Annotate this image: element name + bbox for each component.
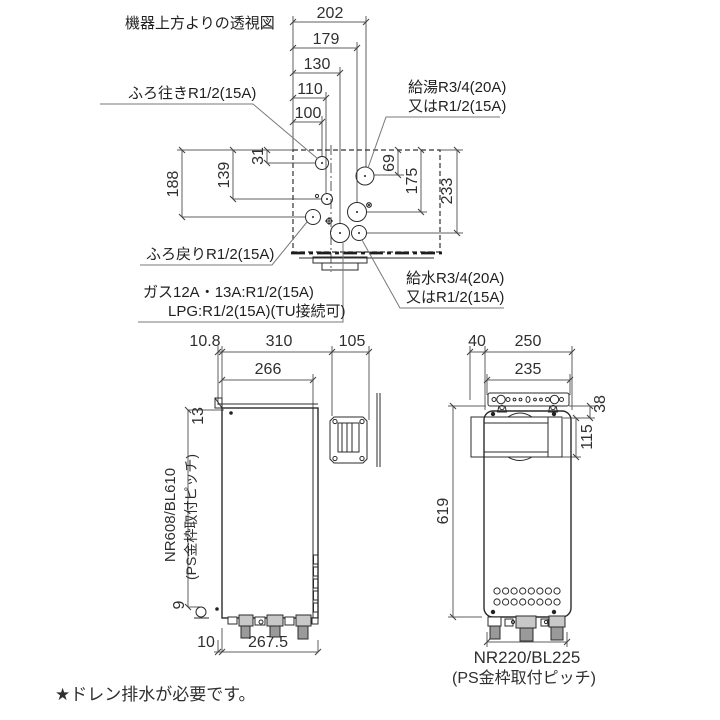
drain-note: ★ドレン排水が必要です。 <box>55 685 256 704</box>
dim-105: 105 <box>339 333 366 350</box>
dim-38: 38 <box>592 395 609 413</box>
dim-139: 139 <box>216 162 233 189</box>
dim-100: 100 <box>295 105 322 122</box>
label-gas-1: ガス12A・13A:R1/2(15A) <box>143 284 314 301</box>
unit-side-outline <box>221 407 319 619</box>
dim-619: 619 <box>435 498 452 525</box>
side-louvers <box>313 554 319 613</box>
dim-110: 110 <box>297 81 323 98</box>
exhaust-duct-front <box>470 412 563 461</box>
dim-310: 310 <box>266 333 293 350</box>
mounting-bracket <box>487 392 570 413</box>
front-pitch-model: NR220/BL225 <box>474 648 581 667</box>
dim-13: 13 <box>190 407 207 425</box>
dim-115: 115 <box>579 424 596 450</box>
dim-9: 9 <box>171 600 188 609</box>
label-kyusui-2: 又はR1/2(15A) <box>406 289 504 306</box>
dim-202: 202 <box>317 5 344 22</box>
label-kyusui-1: 給水R3/4(20A) <box>406 270 504 287</box>
front-view: 40 250 235 619 38 115 <box>435 333 609 687</box>
pipe-connections <box>305 156 375 243</box>
dim-69: 69 <box>381 154 398 172</box>
dim-179: 179 <box>313 31 340 48</box>
front-louver-holes <box>493 587 561 606</box>
unit-top-outline <box>292 149 441 253</box>
center-mark <box>325 217 333 225</box>
dim-130: 130 <box>304 56 331 73</box>
side-pitch-model: NR608/BL610 <box>162 468 179 562</box>
dim-250: 250 <box>515 333 542 350</box>
side-pitch-note: (PS金枠取付ピッチ) <box>183 454 199 580</box>
side-piping <box>194 606 319 640</box>
label-gas-2: LPG:R1/2(15A)(TU接続可) <box>168 303 346 320</box>
dim-31: 31 <box>250 147 267 165</box>
top-view: 機器上方よりの透視図 202 179 130 110 100 188 139 3… <box>100 5 506 323</box>
dim-188: 188 <box>165 171 182 198</box>
dimension-ticks <box>178 18 461 237</box>
label-kyuto-1: 給湯R3/4(20A) <box>408 79 506 96</box>
dim-267-5: 267.5 <box>248 634 288 651</box>
dim-235: 235 <box>515 361 542 378</box>
label-kyuto-2: 又はR1/2(15A) <box>408 98 506 115</box>
dim-233: 233 <box>439 178 456 205</box>
dim-10: 10 <box>197 634 215 651</box>
label-furo-modori: ふろ戻りR1/2(15A) <box>146 246 274 263</box>
front-pitch-note: (PS金枠取付ピッチ) <box>452 669 596 687</box>
drawing-title: 機器上方よりの透視図 <box>125 15 275 32</box>
dim-266: 266 <box>255 361 282 378</box>
dim-175: 175 <box>404 168 421 195</box>
side-view: 10.8 310 105 266 13 9 10 267.5 NR608/BL6… <box>162 333 381 656</box>
dim-10-8: 10.8 <box>189 333 220 350</box>
unit-front-outline <box>483 410 572 618</box>
front-piping <box>487 615 566 642</box>
label-furo-iki: ふろ往きR1/2(15A) <box>128 85 256 102</box>
exhaust-vent-side <box>329 416 368 464</box>
dim-40: 40 <box>468 333 486 350</box>
